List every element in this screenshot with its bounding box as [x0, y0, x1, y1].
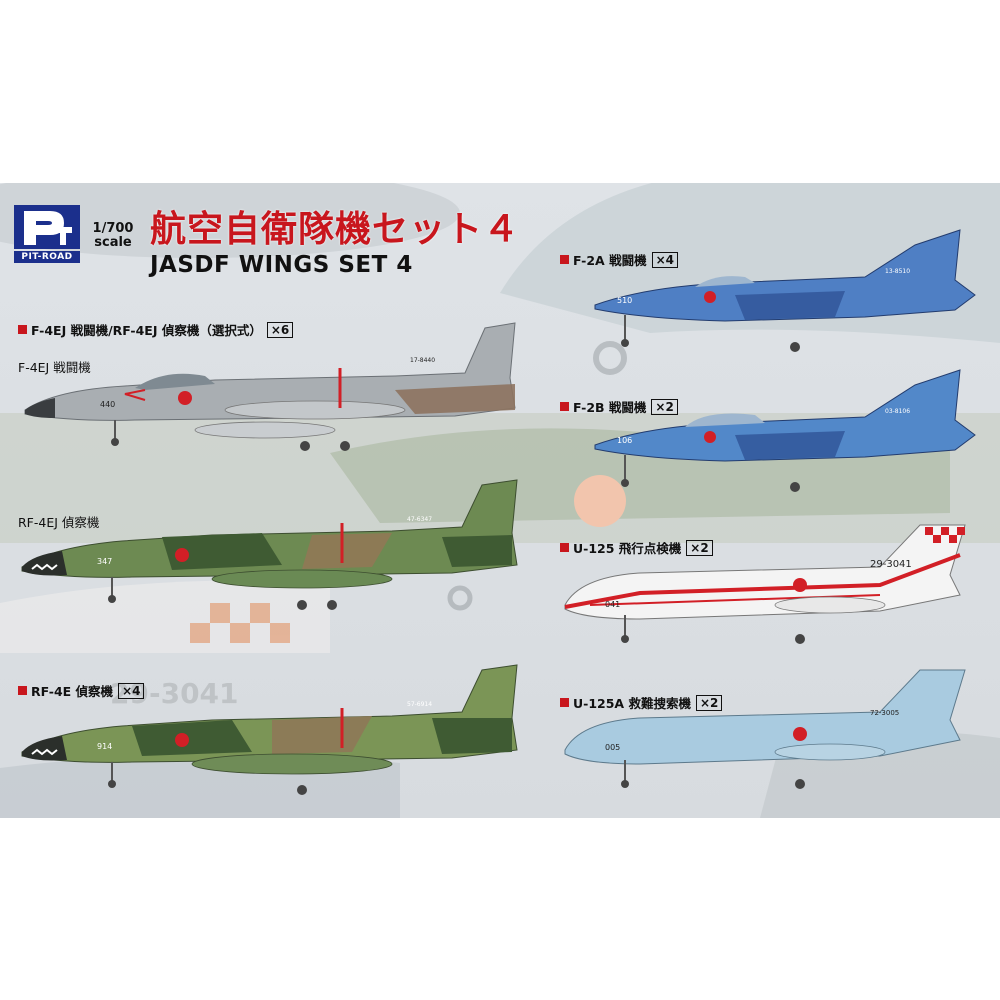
u125a-tail-number: 72-3005 [870, 709, 899, 717]
quantity-badge: ×2 [695, 694, 723, 711]
title-japanese: 航空自衛隊機セット４ [150, 209, 521, 250]
quantity-badge: ×2 [686, 539, 713, 556]
u125-tail-number: 29-3041 [870, 559, 912, 570]
bullet-square-icon [560, 402, 569, 411]
f2a-tail-number: 13-8510 [885, 268, 910, 275]
item-label-f2a: F-2A 戦闘機 ×4 [560, 250, 678, 269]
u125a-nose-number: 005 [605, 743, 620, 752]
pit-road-logo: PIT-ROAD [14, 205, 80, 263]
item-label-u125: U-125 飛行点検機 ×2 [560, 538, 713, 557]
scale-word: scale [94, 235, 132, 250]
f2b-fighter-illustration: 106 03-8106 [594, 369, 976, 492]
rf4e-tail-number: 57-6914 [407, 701, 432, 708]
item-label-f2b: F-2B 戦闘機 ×2 [560, 397, 678, 416]
f4ej-tail-number: 17-8440 [410, 357, 435, 364]
quantity-badge: ×4 [651, 251, 678, 268]
f4ej-fighter-illustration: 440 17-8440 [24, 322, 516, 451]
bullet-square-icon [18, 325, 27, 334]
f2a-fighter-illustration: 510 13-8510 [594, 229, 976, 352]
sublabel-rf4ej: RF-4EJ 偵察機 [18, 515, 100, 530]
quantity-badge: ×6 [266, 321, 294, 338]
quantity-badge: ×2 [651, 398, 678, 415]
title-english: JASDF WINGS SET 4 [150, 252, 413, 278]
logo-mark [14, 205, 80, 249]
bullet-square-icon [560, 255, 569, 264]
u125-nose-number: 041 [605, 600, 620, 609]
rf4e-nose-number: 914 [97, 742, 112, 751]
u125-inspection-illustration: 041 29-3041 [564, 524, 966, 644]
u125a-rescue-illustration: 005 72-3005 [564, 669, 966, 789]
bullet-square-icon [18, 686, 27, 695]
f2b-nose-number: 106 [617, 436, 632, 445]
f2a-nose-number: 510 [617, 296, 632, 305]
item-label-u125a: U-125A 救難捜索機 ×2 [560, 693, 723, 712]
f2b-tail-number: 03-8106 [885, 408, 910, 415]
scale-badge: 1/700 scale [88, 222, 138, 250]
item-label-rf4e: RF-4E 偵察機 ×4 [18, 681, 145, 700]
bullet-square-icon [560, 543, 569, 552]
rf4ej-nose-number: 347 [97, 557, 112, 566]
rf4ej-tail-number: 47-6347 [407, 516, 432, 523]
rf4e-recon-illustration: 914 57-6914 [21, 664, 518, 795]
logo-text: PIT-ROAD [14, 251, 80, 263]
scale-ratio: 1/700 [92, 221, 134, 236]
rf4ej-recon-illustration: 347 47-6347 [21, 479, 518, 610]
item-label-f4ej-rf4ej: F-4EJ 戦闘機/RF-4EJ 偵察機（選択式） ×6 [18, 320, 294, 339]
f4ej-nose-number: 440 [100, 400, 115, 409]
bullet-square-icon [560, 698, 569, 707]
sublabel-f4ej: F-4EJ 戦闘機 [18, 360, 91, 375]
quantity-badge: ×4 [118, 682, 145, 699]
